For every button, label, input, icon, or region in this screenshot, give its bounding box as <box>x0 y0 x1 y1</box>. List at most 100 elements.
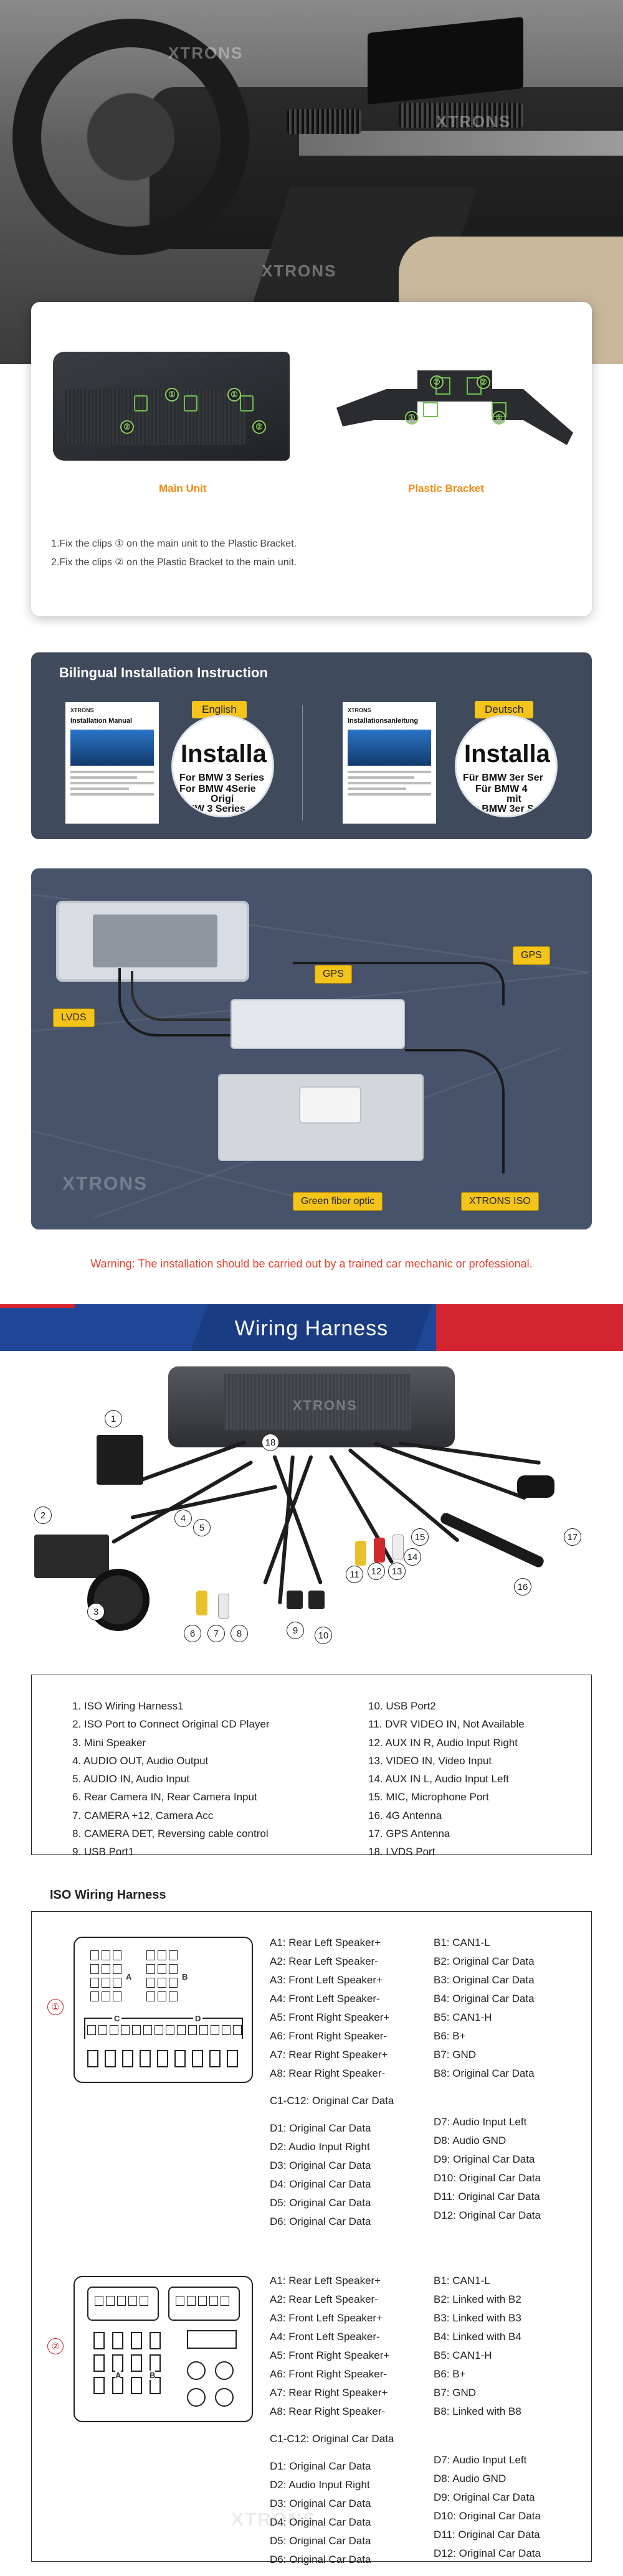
divider <box>302 705 303 820</box>
installation-warning: Warning: The installation should be carr… <box>90 1257 533 1270</box>
pin-description: A7: Rear Right Speaker+ <box>270 2049 388 2061</box>
pin-group-b: B <box>182 1972 188 1981</box>
harness-legend: 1. ISO Wiring Harness1 2. ISO Port to Co… <box>31 1675 592 1858</box>
watermark: XTRONS <box>231 2509 317 2530</box>
deutsch-manual-thumbnail: XTRONS Installationsanleitung <box>343 702 436 824</box>
legend-item: 10. USB Port2 <box>368 1700 436 1712</box>
harness-marker: 7 <box>207 1625 225 1642</box>
iso-connector-1-diagram: A B C D <box>74 1937 253 2083</box>
harness-marker: 2 <box>34 1507 52 1524</box>
pin-description: B8: Original Car Data <box>434 2067 535 2079</box>
clip-marker-1: ① <box>492 411 506 425</box>
legend-item: 12. AUX IN R, Audio Input Right <box>368 1736 518 1749</box>
rca-plug-white <box>218 1594 229 1619</box>
legend-item: 9. USB Port1 <box>72 1846 135 1858</box>
xtrons-iso-label: XTRONS ISO <box>461 1192 539 1211</box>
mini-speaker <box>87 1569 150 1631</box>
pin-description: B4: Original Car Data <box>434 1993 535 2005</box>
pin-description: D5: Original Car Data <box>270 2197 371 2209</box>
pin-description: A1: Rear Left Speaker+ <box>270 1937 381 1948</box>
pin-description: D4: Original Car Data <box>270 2178 371 2190</box>
pin-description: D7: Audio Input Left <box>434 2454 527 2466</box>
pin-description: D4: Original Car Data <box>270 2516 371 2528</box>
plastic-bracket-caption: Plastic Bracket <box>408 482 484 494</box>
main-unit-caption: Main Unit <box>159 482 207 494</box>
main-unit-image: ② ① ① ② <box>53 352 290 461</box>
pin-description: D6: Original Car Data <box>270 2216 371 2227</box>
harness-marker: 12 <box>368 1563 385 1580</box>
pin-description: D10: Original Car Data <box>434 2510 541 2522</box>
harness-marker: 8 <box>231 1625 248 1642</box>
legend-item: 17. GPS Antenna <box>368 1828 450 1840</box>
air-vent <box>399 103 523 128</box>
device-label <box>299 1086 361 1124</box>
watermark: XTRONS <box>293 1398 358 1413</box>
wiring-harness-image: XTRONS 1 2 3 4 5 6 7 8 9 10 11 12 13 14 … <box>0 1354 623 1653</box>
usb-plug <box>308 1591 325 1609</box>
manual-logo: XTRONS <box>348 707 371 713</box>
pin-group-d: D <box>193 2014 203 2023</box>
pin-description: A6: Front Right Speaker- <box>270 2368 388 2380</box>
english-manual-thumbnail: XTRONS Installation Manual <box>65 702 159 824</box>
harness-marker: 18 <box>262 1434 279 1451</box>
pin-group-c: C <box>112 2014 122 2023</box>
clip-marker-2: ② <box>430 375 444 389</box>
harness-marker: 14 <box>404 1548 421 1566</box>
harness-marker: 15 <box>411 1528 429 1546</box>
legend-item: 4. AUDIO OUT, Audio Output <box>72 1754 209 1767</box>
legend-item: 18. LVDS Port <box>368 1846 435 1858</box>
magnified-line: For BMW 3 Series <box>179 773 265 783</box>
connector-1-marker: ① <box>47 1999 64 2015</box>
pin-description: B6: B+ <box>434 2368 466 2380</box>
clip-marker-2: ② <box>252 420 266 434</box>
hero-car-interior-image: XTRONS XTRONS XTRONS <box>0 0 623 364</box>
watermark: XTRONS <box>62 1173 148 1194</box>
pin-description: A3: Front Left Speaker+ <box>270 1974 383 1986</box>
pin-description: D11: Original Car Data <box>434 2191 540 2202</box>
pin-description: B3: Original Car Data <box>434 1974 535 1986</box>
air-vent <box>287 109 361 134</box>
magnified-line: Für BMW 3er Ser <box>463 773 543 783</box>
legend-item: 13. VIDEO IN, Video Input <box>368 1754 492 1767</box>
harness-marker: 11 <box>346 1566 363 1583</box>
watermark: XTRONS <box>168 44 244 62</box>
magnified-line: BMW 3 Series <box>179 804 245 814</box>
iso-plug-1 <box>97 1435 143 1485</box>
pin-description: A1: Rear Left Speaker+ <box>270 2275 381 2287</box>
usb-plug <box>287 1591 303 1609</box>
pin-description: A4: Front Left Speaker- <box>270 1993 380 2005</box>
pin-description: C1-C12: Original Car Data <box>270 2095 394 2107</box>
harness-marker: 13 <box>388 1563 406 1580</box>
installation-wiring-diagram: GPS GPS LVDS Green fiber optic XTRONS IS… <box>31 868 592 1229</box>
plastic-bracket-image <box>336 370 573 445</box>
legend-right-column: 10. USB Port2 11. DVR VIDEO IN, Not Avai… <box>368 1697 525 1861</box>
legend-item: 1. ISO Wiring Harness1 <box>72 1700 184 1712</box>
pin-description: A5: Front Right Speaker+ <box>270 2349 390 2361</box>
iso-section-title: ISO Wiring Harness <box>50 1888 166 1902</box>
pin-description: D2: Audio Input Right <box>270 2141 370 2153</box>
legend-item: 5. AUDIO IN, Audio Input <box>72 1773 190 1785</box>
pin-description: C1-C12: Original Car Data <box>270 2433 394 2445</box>
gps-antenna <box>517 1475 554 1498</box>
legend-item: 11. DVR VIDEO IN, Not Available <box>368 1718 525 1731</box>
pin-description: D8: Audio GND <box>434 2135 506 2146</box>
manual-logo: XTRONS <box>70 707 94 713</box>
pin-description: D2: Audio Input Right <box>270 2479 370 2491</box>
pin-group-a: A <box>115 2371 121 2380</box>
rca-plug-red <box>374 1538 385 1563</box>
clip-marker-1: ① <box>165 388 179 402</box>
clip-marker-2: ② <box>477 375 490 389</box>
green-fiber-optic-label: Green fiber optic <box>293 1192 383 1211</box>
pin-description: D8: Audio GND <box>434 2473 506 2484</box>
pin-description: B4: Linked with B4 <box>434 2331 521 2343</box>
magnified-line: mit <box>506 794 521 804</box>
iso-plug-2 <box>34 1535 109 1578</box>
pin-description: D9: Original Car Data <box>434 2491 535 2503</box>
legend-item: 16. 4G Antenna <box>368 1809 442 1822</box>
connector-2-d-right-pins: D7: Audio Input Left D8: Audio GND D9: O… <box>434 2451 541 2563</box>
clip-marker-1: ② <box>120 420 134 434</box>
manual-title: Installationsanleitung <box>348 717 419 725</box>
bracket-installation-card: ② ① ① ② Main Unit ② ② ① ① Plastic Bracke… <box>31 302 592 616</box>
pin-description: A5: Front Right Speaker+ <box>270 2011 390 2023</box>
rca-plug-yellow <box>355 1541 366 1566</box>
